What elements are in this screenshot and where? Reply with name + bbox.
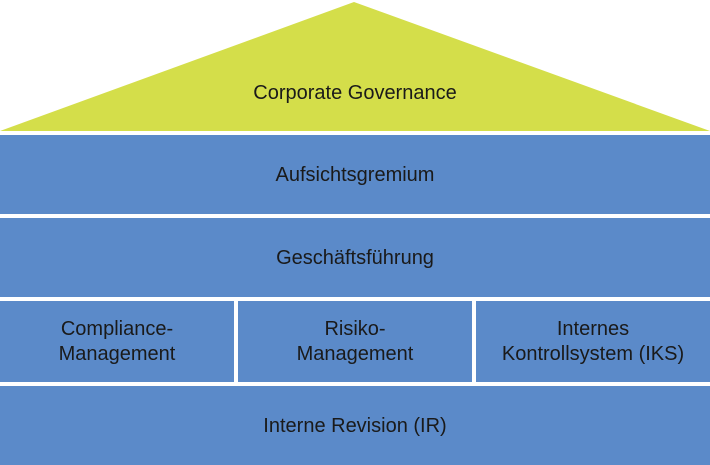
layer-label-interne-revision: Interne Revision (IR) xyxy=(263,414,447,437)
pillar-compliance-management: Compliance- Management xyxy=(0,301,234,382)
pillar-label-risiko-line1: Risiko- xyxy=(324,317,386,340)
pillar-label-risiko: Risiko- Management xyxy=(297,317,414,367)
roof-triangle xyxy=(0,2,710,131)
layer-label-aufsichtsgremium: Aufsichtsgremium xyxy=(275,163,435,186)
pillar-risiko-management: Risiko- Management xyxy=(238,301,472,382)
pillar-label-iks-line2: Kontrollsystem (IKS) xyxy=(501,342,685,365)
pillar-label-risiko-line2: Management xyxy=(296,342,414,365)
layer-interne-revision: Interne Revision (IR) xyxy=(0,386,710,465)
roof-label-corporate-governance: Corporate Governance xyxy=(253,82,457,104)
pillar-internes-kontrollsystem: Internes Kontrollsystem (IKS) xyxy=(476,301,710,382)
layer-label-geschaeftsfuehrung: Geschäftsführung xyxy=(276,246,434,269)
pillar-label-iks: Internes Kontrollsystem (IKS) xyxy=(502,317,684,367)
pillar-label-compliance-line1: Compliance- xyxy=(60,317,174,340)
layer-geschaeftsfuehrung: Geschäftsführung xyxy=(0,218,710,297)
pillar-label-compliance-line2: Management xyxy=(58,342,176,365)
pillar-row: Compliance- Management Risiko- Managemen… xyxy=(0,301,710,382)
pillar-label-iks-line1: Internes xyxy=(556,317,630,340)
pillar-label-compliance: Compliance- Management xyxy=(59,317,176,367)
roof-shape xyxy=(0,2,710,131)
layer-aufsichtsgremium: Aufsichtsgremium xyxy=(0,135,710,214)
